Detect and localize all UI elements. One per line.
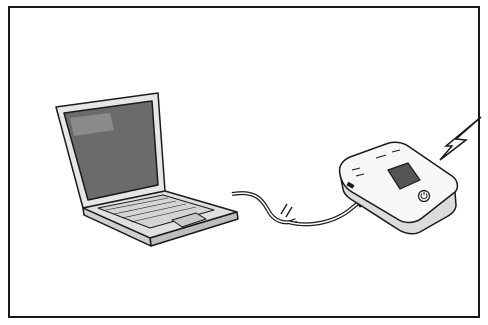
wireless-signal-icon [440,117,481,160]
mobile-router-icon [340,142,458,233]
laptop-icon [56,93,238,246]
